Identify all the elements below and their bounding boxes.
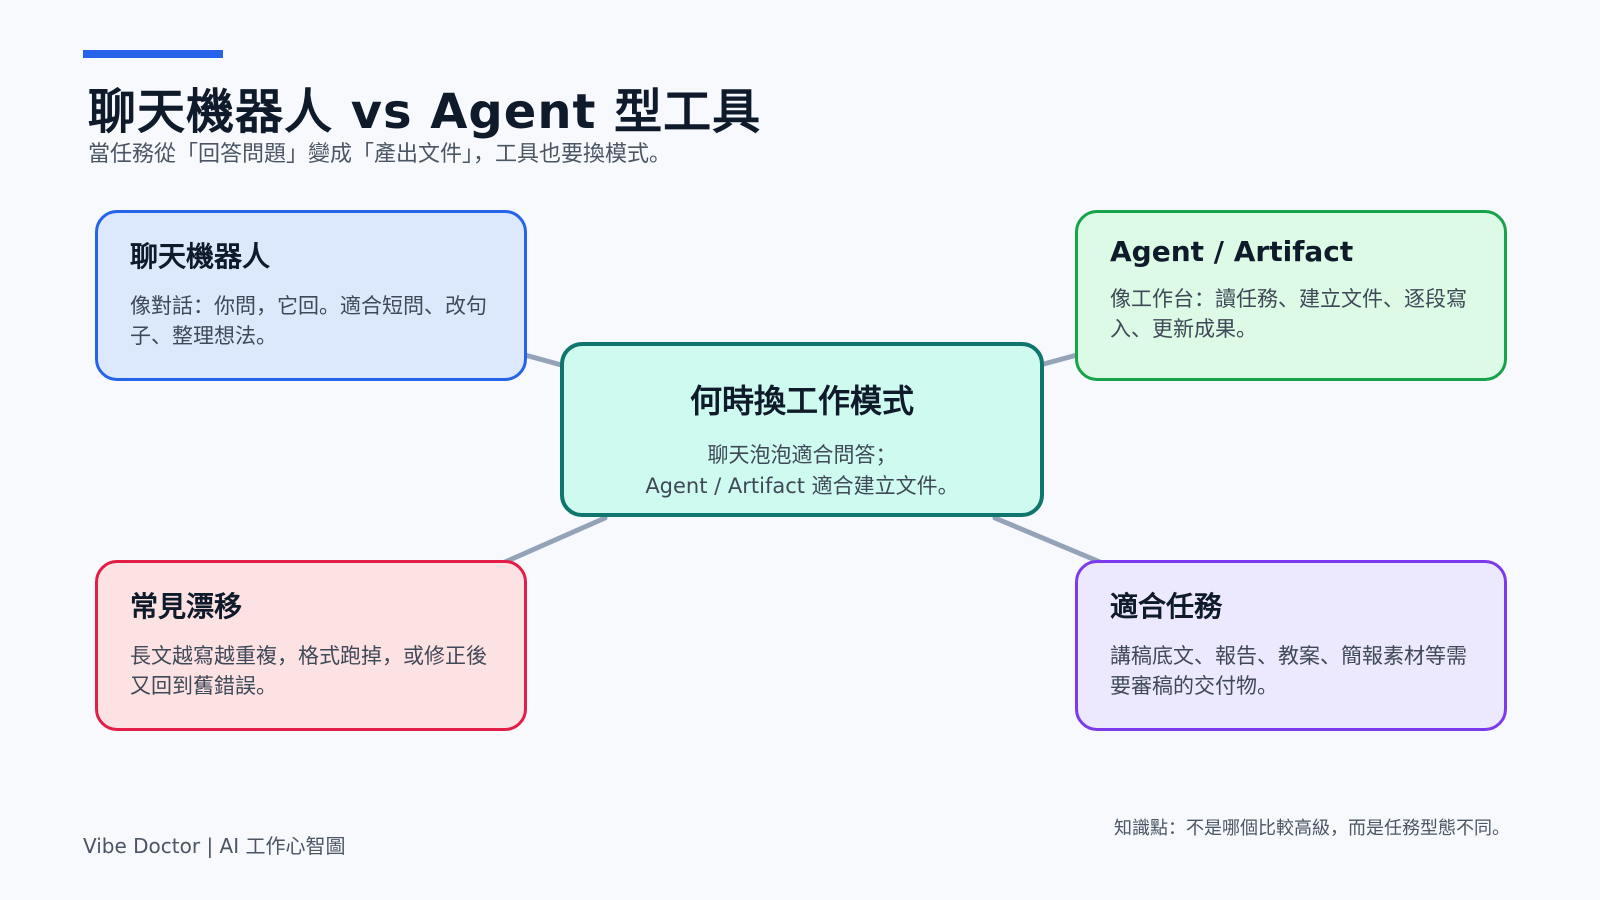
connector-tasks	[992, 515, 1103, 565]
connector-drift	[502, 515, 608, 565]
page-subtitle: 當任務從「回答問題」變成「產出文件」，工具也要換模式。	[88, 142, 672, 167]
node-chatbot-title: 聊天機器人	[130, 240, 271, 273]
footer-note: 知識點：不是哪個比較高級，而是任務型態不同。	[1114, 818, 1510, 839]
node-drift-desc: 長文越寫越重複，格式跑掉，或修正後又回到舊錯誤。	[130, 644, 487, 698]
node-center-line2: Agent / Artifact 適合建立文件。	[645, 474, 959, 498]
node-center-line1: 聊天泡泡適合問答；	[707, 443, 897, 467]
connector-chatbot	[522, 352, 568, 369]
node-chatbot-desc: 像對話：你問，它回。適合短問、改句子、整理想法。	[130, 294, 487, 348]
connector-agent	[1037, 352, 1080, 368]
node-tasks-desc: 講稿底文、報告、教案、簡報素材等需要審稿的交付物。	[1110, 644, 1467, 698]
footer-brand: Vibe Doctor | AI 工作心智圖	[83, 834, 346, 858]
node-center-title: 何時換工作模式	[689, 382, 914, 420]
page-title: 聊天機器人 vs Agent 型工具	[88, 84, 762, 140]
node-tasks: 適合任務 講稿底文、報告、教案、簡報素材等需要審稿的交付物。	[1075, 560, 1507, 731]
node-agent: Agent / Artifact 像工作台：讀任務、建立文件、逐段寫入、更新成果…	[1075, 210, 1507, 381]
node-drift-title: 常見漂移	[130, 590, 243, 623]
accent-bar	[83, 50, 223, 58]
node-chatbot: 聊天機器人 像對話：你問，它回。適合短問、改句子、整理想法。	[95, 210, 527, 381]
node-center: 何時換工作模式 聊天泡泡適合問答； Agent / Artifact 適合建立文…	[560, 342, 1044, 517]
node-agent-title: Agent / Artifact	[1110, 235, 1354, 268]
node-drift: 常見漂移 長文越寫越重複，格式跑掉，或修正後又回到舊錯誤。	[95, 560, 527, 731]
node-tasks-title: 適合任務	[1110, 590, 1223, 623]
node-agent-desc: 像工作台：讀任務、建立文件、逐段寫入、更新成果。	[1110, 287, 1467, 341]
